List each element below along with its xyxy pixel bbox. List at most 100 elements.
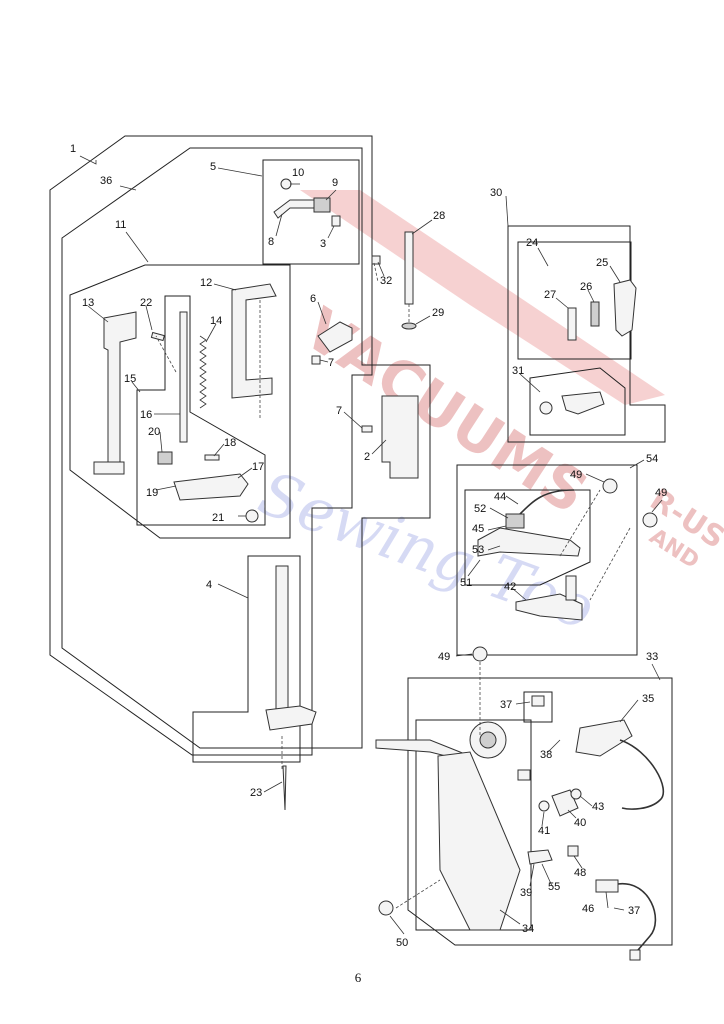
callout-37b: 37 (628, 905, 640, 917)
part-16-bar (179, 311, 188, 443)
leader-8 (275, 213, 283, 237)
leader-42 (511, 587, 527, 601)
callout-18: 18 (224, 437, 236, 449)
assembly-outlines (49, 135, 673, 946)
part-28-shaft (404, 231, 414, 305)
leader-50 (389, 915, 405, 935)
leader-20 (159, 431, 163, 453)
dash-49-42 (589, 527, 631, 601)
callout-19: 19 (146, 487, 158, 499)
callout-23: 23 (250, 787, 262, 799)
leader-41 (541, 811, 545, 827)
callout-25: 25 (596, 257, 608, 269)
leader-24 (537, 247, 549, 267)
callout-40: 40 (574, 817, 586, 829)
callout-53: 53 (472, 544, 484, 556)
callout-44: 44 (494, 491, 506, 503)
outline-assembly-1 (49, 135, 373, 756)
callout-35: 35 (642, 693, 654, 705)
leader-52 (489, 507, 509, 519)
watermark: VACUUMS R-US AND Sewing Too (250, 190, 724, 644)
callout-1: 1 (70, 143, 76, 155)
callout-27: 27 (544, 289, 556, 301)
outline-assembly-37 (523, 691, 553, 723)
callout-4: 4 (206, 579, 212, 591)
callout-32: 32 (380, 275, 392, 287)
leader-9 (325, 189, 337, 201)
callout-5: 5 (210, 161, 216, 173)
leader-51 (467, 559, 481, 577)
leader-7a (319, 359, 329, 363)
leader-7b (343, 411, 363, 429)
part-6-collar (317, 321, 353, 353)
leader-13 (87, 305, 109, 323)
callout-28: 28 (433, 210, 445, 222)
part-43-washer (570, 788, 582, 800)
part-46-switch (595, 879, 619, 893)
leader-37a (515, 701, 531, 705)
part-9-block (313, 197, 331, 213)
part-22-pin (150, 331, 165, 342)
leader-30 (505, 195, 509, 227)
callout-15: 15 (124, 373, 136, 385)
callout-41: 41 (538, 825, 550, 837)
callout-51: 51 (460, 577, 472, 589)
leader-2 (371, 439, 387, 455)
callout-36: 36 (100, 175, 112, 187)
part-7-screw-a (311, 355, 321, 365)
leader-38 (547, 739, 561, 753)
leader-31 (519, 373, 541, 393)
leader-48 (573, 855, 583, 869)
leader-49b (651, 499, 663, 513)
callout-34: 34 (522, 923, 534, 935)
callout-7b: 7 (336, 405, 342, 417)
part-41-spring (538, 800, 550, 812)
part-13-foot (93, 461, 125, 475)
callout-46: 46 (582, 903, 594, 915)
part-44-wire (519, 489, 575, 515)
leader-17 (237, 467, 253, 479)
part-26-plate (590, 301, 600, 327)
part-46-wire (617, 883, 657, 951)
part-3-screw (331, 215, 341, 227)
outline-assembly-30 (507, 225, 666, 443)
leader-6 (317, 301, 327, 325)
outline-assembly-5 (262, 159, 360, 265)
part-38-connector (517, 769, 531, 781)
callout-43: 43 (592, 801, 604, 813)
callout-7a: 7 (328, 357, 334, 369)
callout-38: 38 (540, 749, 552, 761)
part-4-clamp (265, 705, 317, 731)
outline-assembly-15 (136, 295, 266, 526)
part-32-screw (371, 255, 381, 265)
callout-22: 22 (140, 297, 152, 309)
leader-22 (145, 305, 153, 331)
outline-assembly-33 (407, 677, 673, 946)
part-27-plate (567, 307, 577, 341)
callout-12: 12 (200, 277, 212, 289)
callout-2: 2 (364, 451, 370, 463)
part-45-switch (505, 513, 525, 529)
leader-14 (205, 323, 217, 343)
callout-48: 48 (574, 867, 586, 879)
callout-55: 55 (548, 881, 560, 893)
dash-50-34 (395, 879, 441, 909)
part-23-needle (282, 765, 287, 811)
part-37-screw-a (531, 695, 545, 707)
leader-55 (541, 863, 553, 887)
part-2-bracket (381, 395, 419, 479)
callout-29: 29 (432, 307, 444, 319)
part-25-lever (613, 279, 637, 337)
leader-46 (605, 891, 609, 909)
part-49-screw-b (642, 512, 658, 528)
part-14-spring (199, 335, 207, 409)
callout-3: 3 (320, 238, 326, 250)
callout-10: 10 (292, 167, 304, 179)
callout-9: 9 (332, 177, 338, 189)
part-33-gear-hub (479, 731, 497, 749)
part-42-tab (565, 575, 577, 601)
leader-44 (505, 495, 519, 505)
part-18-pin (204, 454, 220, 461)
callout-45: 45 (472, 523, 484, 535)
